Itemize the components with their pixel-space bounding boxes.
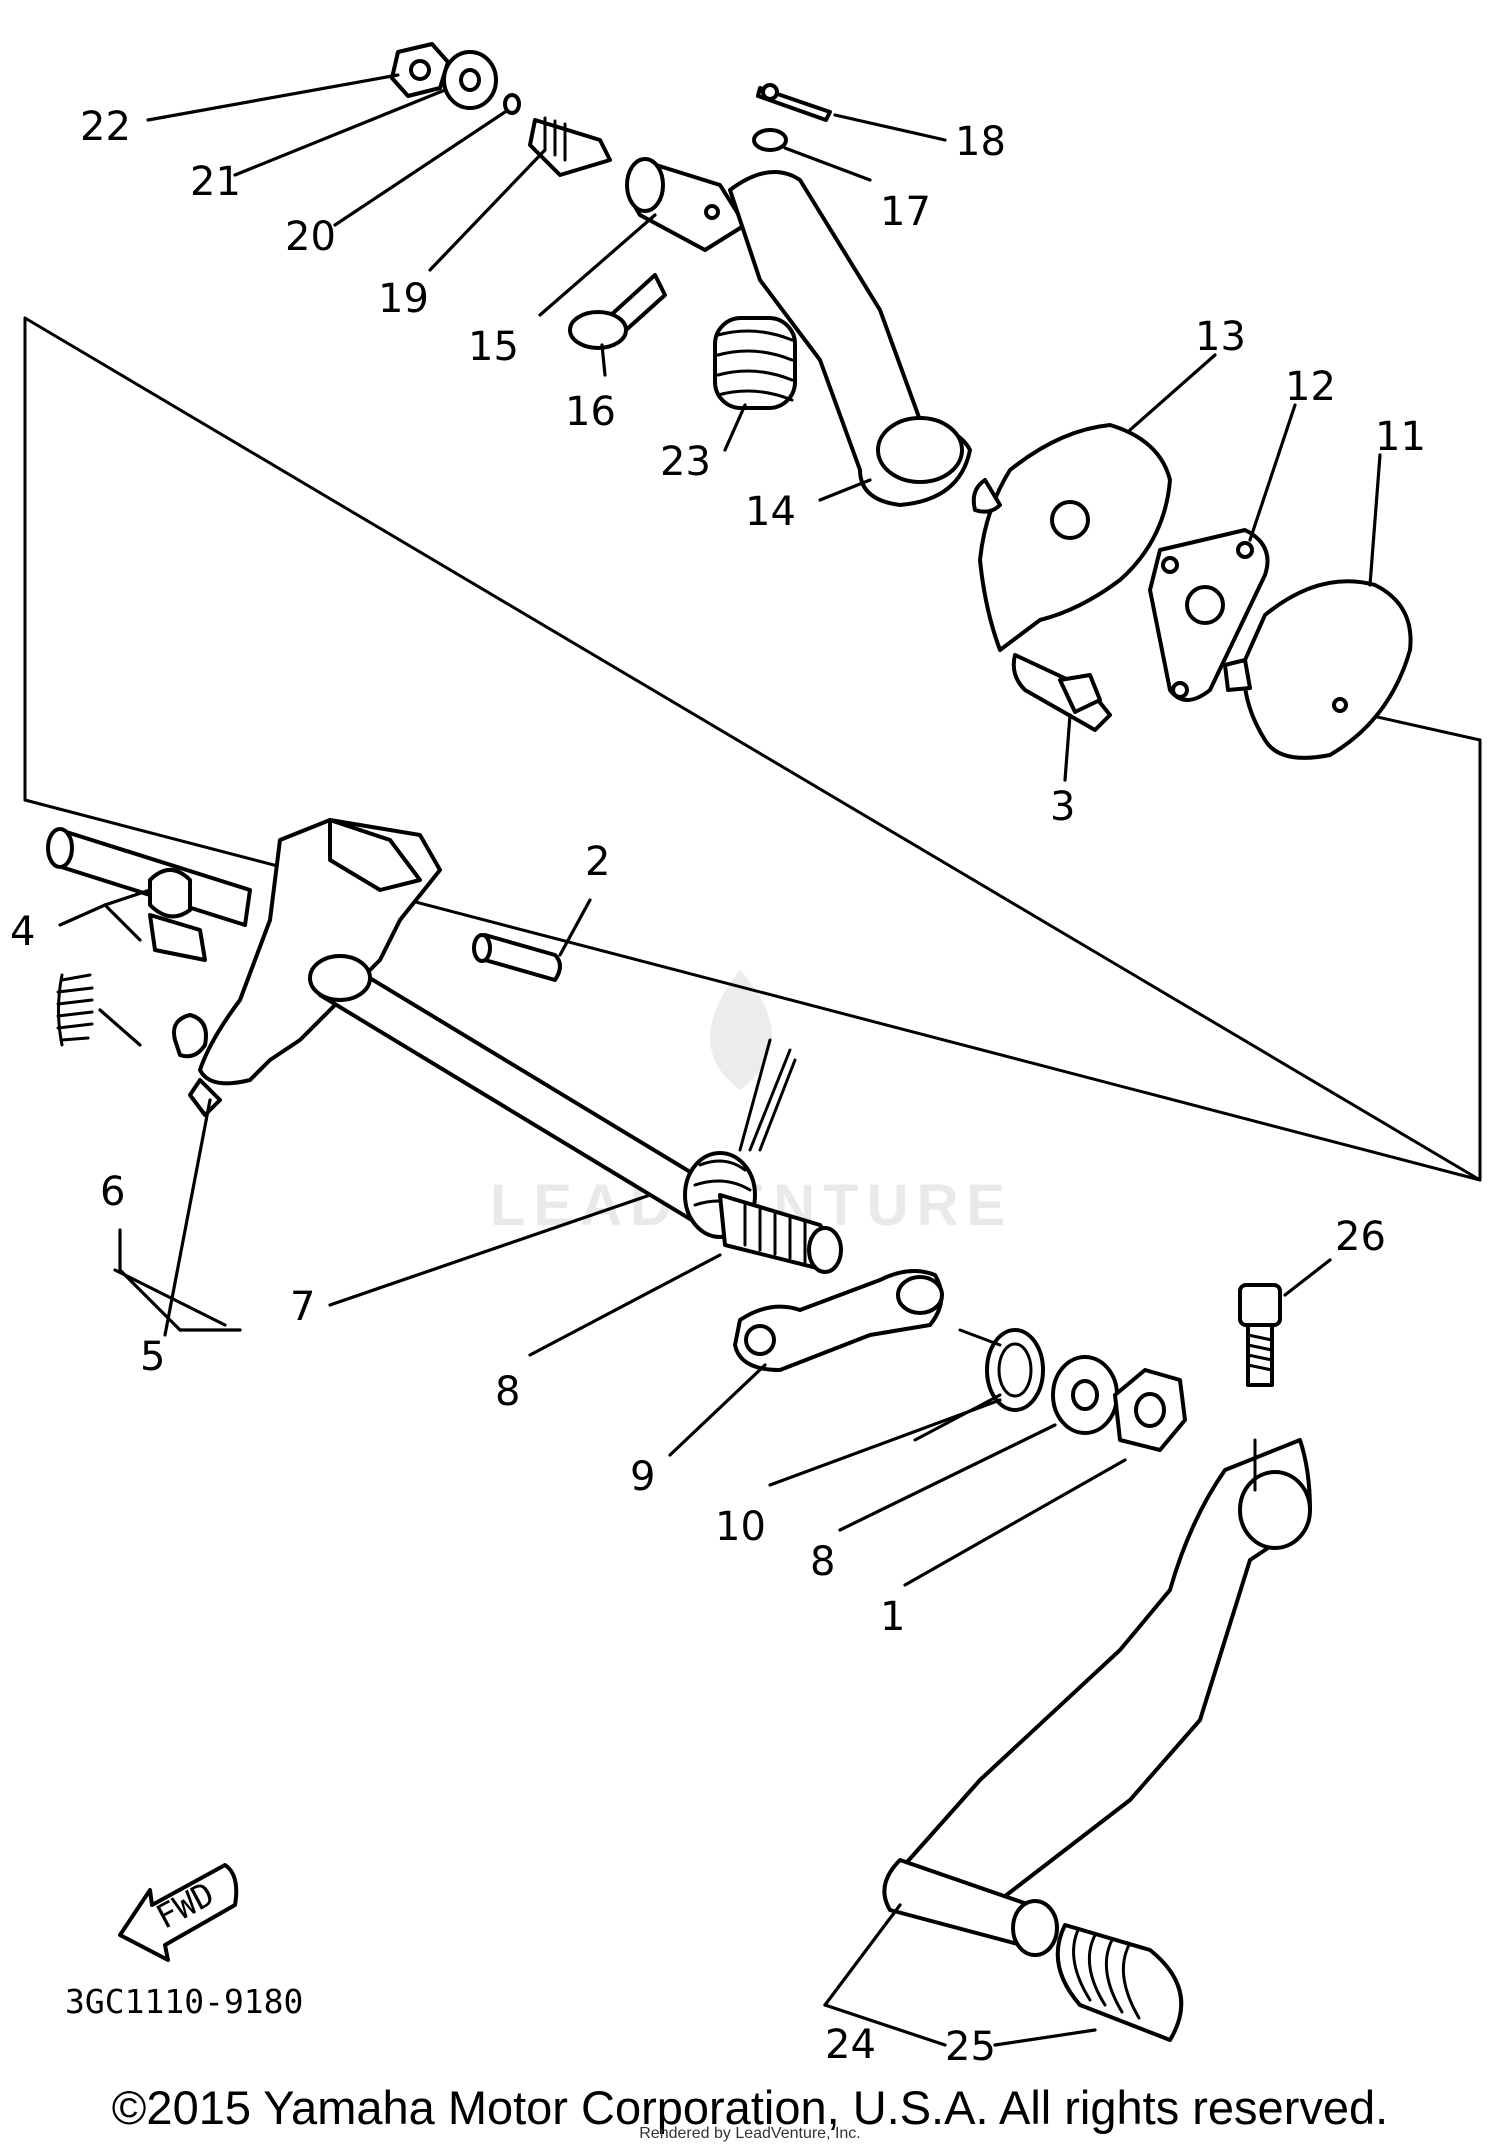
callout-2: 2 (585, 839, 610, 885)
callout-14: 14 (745, 489, 796, 535)
callout-1: 1 (880, 1594, 905, 1640)
callout-labels: 22 21 20 19 15 16 18 17 23 14 13 12 11 3… (10, 104, 1426, 2070)
part-22-nut (390, 42, 450, 98)
callout-25: 25 (945, 2024, 996, 2070)
part-8-collar (718, 1193, 843, 1274)
callout-3: 3 (1050, 784, 1075, 830)
part-23-spring (713, 316, 797, 410)
callout-7: 7 (290, 1284, 315, 1330)
part-4-shift-shaft (46, 827, 252, 962)
part-25-rubber-grip (1055, 1923, 1184, 2042)
part-13-plate (971, 423, 1172, 652)
callout-19: 19 (378, 276, 429, 322)
callout-16: 16 (565, 389, 616, 435)
part-11-segment (1223, 579, 1413, 760)
callout-12: 12 (1285, 364, 1336, 410)
callout-21: 21 (190, 159, 241, 205)
part-12-stopper-plate (1148, 528, 1270, 702)
rendered-by-note: Rendered by LeadVenture, Inc. (639, 2125, 861, 2142)
callout-24: 24 (825, 2022, 876, 2068)
part-15-joint (625, 157, 747, 252)
assembly-frame-lines (23, 316, 1482, 1182)
callout-10: 10 (715, 1504, 766, 1550)
part-2-pin (472, 933, 562, 982)
callout-8-upper: 8 (495, 1369, 520, 1415)
callout-6: 6 (100, 1169, 125, 1215)
shifter-body (172, 818, 442, 1117)
shift-pedal-lever (898, 1438, 1312, 1909)
part-26-bolt (1238, 1283, 1282, 1387)
copyright-notice: ©2015 Yamaha Motor Corporation, U.S.A. A… (111, 2081, 1389, 2134)
part-3-bolt (1011, 653, 1112, 732)
callout-9: 9 (630, 1454, 655, 1500)
callout-20: 20 (285, 214, 336, 260)
callout-17: 17 (880, 189, 931, 235)
diagram-part-number: 3GC1110-9180 (65, 1982, 303, 2021)
part-20-ring (503, 93, 521, 115)
part-14-shift-arm (728, 170, 972, 507)
part-24-peg-rod (882, 1858, 1059, 1957)
callout-4: 4 (10, 909, 35, 955)
part-17-washer (752, 128, 788, 152)
callout-11: 11 (1375, 414, 1426, 460)
callout-18: 18 (955, 119, 1006, 165)
part-21-washer (442, 50, 498, 110)
part-16-pin (568, 273, 667, 350)
callout-13: 13 (1195, 314, 1246, 360)
part-10-spring (913, 1328, 1045, 1442)
part-18-cotter-pin (756, 83, 832, 122)
callout-26: 26 (1335, 1214, 1386, 1260)
part-19-stud (528, 116, 612, 177)
callout-5: 5 (140, 1334, 165, 1380)
callout-8-lower: 8 (810, 1539, 835, 1585)
callout-15: 15 (468, 324, 519, 370)
fwd-arrow-icon: FWD (118, 1863, 239, 1962)
callout-22: 22 (80, 104, 131, 150)
part-6-spring (56, 973, 94, 1047)
callout-23: 23 (660, 439, 711, 485)
part-9-arm (733, 1269, 944, 1372)
part-1-nut (1113, 1368, 1187, 1452)
part-8-washer (1051, 1355, 1119, 1435)
leader-lines (58, 73, 1382, 2047)
